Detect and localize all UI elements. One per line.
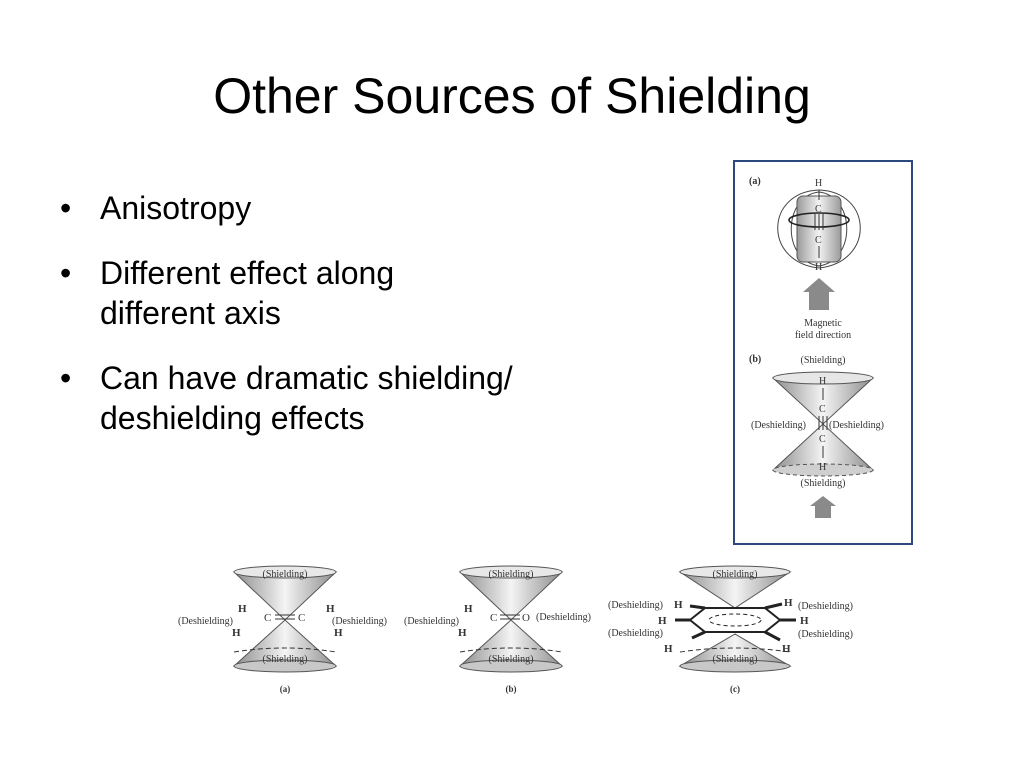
triple-bond-b	[818, 388, 828, 458]
bullet-text-continued: deshielding effects	[100, 400, 365, 436]
atom-h: H	[458, 627, 467, 639]
deshielding-label: (Deshielding)	[404, 616, 459, 627]
atom-h: H	[800, 615, 809, 627]
atom-h: H	[782, 643, 791, 655]
atom-h-top-b: H	[819, 376, 826, 387]
field-arrow-icon-b	[810, 496, 836, 518]
diagram-c: (Shielding) (Shielding) H H H H H H (Des…	[608, 565, 853, 694]
diagram-b: (Shielding) (Shielding) C O H H (Deshiel…	[404, 565, 591, 694]
deshielding-label: (Deshielding)	[178, 616, 233, 627]
bullet-dot: •	[60, 190, 72, 226]
bullet-item: • Anisotropy	[60, 188, 660, 228]
atom-c: C	[298, 612, 305, 624]
triple-bond	[814, 190, 824, 258]
shielding-label: (Shielding)	[713, 654, 758, 665]
atom-h-bottom-b: H	[819, 462, 826, 473]
atom-c-bottom-b: C	[819, 434, 826, 445]
atom-h: H	[334, 627, 343, 639]
atom-h: H	[658, 615, 667, 627]
panel-b-label: (b)	[749, 354, 761, 365]
field-label-line2: field direction	[795, 330, 851, 341]
panel-a-label: (a)	[749, 176, 761, 187]
atom-c: C	[490, 612, 497, 624]
field-arrow-icon	[803, 278, 835, 310]
atom-h: H	[664, 643, 673, 655]
bullet-list: • Anisotropy • Different effect along di…	[60, 188, 660, 463]
anisotropy-figure: (a) H C C H Magnetic field direction (b)…	[749, 176, 884, 518]
bullet-item: • Can have dramatic shielding/ deshieldi…	[60, 358, 660, 438]
cone-bottom-rim	[772, 463, 874, 477]
deshielding-label: (Deshielding)	[608, 600, 663, 611]
deshielding-label: (Deshielding)	[798, 629, 853, 640]
atom-h: H	[784, 597, 793, 609]
shielding-label: (Shielding)	[713, 569, 758, 580]
deshielding-label: (Deshielding)	[798, 601, 853, 612]
atom-c: C	[264, 612, 271, 624]
shielding-label-top: (Shielding)	[801, 355, 846, 366]
bullet-dot: •	[60, 255, 72, 291]
bullet-text: Anisotropy	[100, 190, 252, 226]
shielding-label: (Shielding)	[263, 654, 308, 665]
deshielding-label-right: (Deshielding)	[829, 420, 884, 431]
diagram-a: (Shielding) (Shielding) C C H H H H (Des…	[178, 565, 387, 694]
atom-c-top-b: C	[819, 404, 826, 415]
atom-c-top: C	[815, 204, 822, 215]
atom-h: H	[326, 603, 335, 615]
slide-title: Other Sources of Shielding	[213, 68, 811, 124]
diagram-a-label: (a)	[280, 684, 291, 694]
diagram-c-label: (c)	[730, 684, 740, 694]
shielding-label: (Shielding)	[489, 569, 534, 580]
atom-h-bottom: H	[815, 262, 822, 273]
atom-o: O	[522, 612, 530, 624]
atom-h: H	[232, 627, 241, 639]
bullet-text-continued: different axis	[100, 295, 281, 331]
atom-h-top: H	[815, 178, 822, 189]
anisotropy-figure-frame: (a) H C C H Magnetic field direction (b)…	[733, 160, 913, 545]
atom-h: H	[674, 599, 683, 611]
deshielding-label: (Deshielding)	[332, 616, 387, 627]
bullet-text: Different effect along	[100, 255, 395, 291]
cone-top-rim	[772, 371, 874, 385]
diagram-b-label: (b)	[506, 684, 517, 694]
bullet-text: Can have dramatic shielding/	[100, 360, 513, 396]
shielding-label: (Shielding)	[489, 654, 534, 665]
shielding-label: (Shielding)	[263, 569, 308, 580]
field-label-line1: Magnetic	[804, 318, 842, 329]
bottom-figure: (Shielding) (Shielding) C C H H H H (Des…	[170, 558, 870, 708]
deshielding-label-left: (Deshielding)	[751, 420, 806, 431]
atom-h: H	[238, 603, 247, 615]
deshielding-label: (Deshielding)	[608, 628, 663, 639]
shielding-label-bottom: (Shielding)	[801, 478, 846, 489]
bottom-figure-svg: (Shielding) (Shielding) C C H H H H (Des…	[178, 565, 853, 694]
bullet-item: • Different effect along different axis	[60, 253, 660, 333]
bullet-dot: •	[60, 360, 72, 396]
atom-h: H	[464, 603, 473, 615]
atom-c-bottom: C	[815, 235, 822, 246]
deshielding-label: (Deshielding)	[536, 612, 591, 623]
